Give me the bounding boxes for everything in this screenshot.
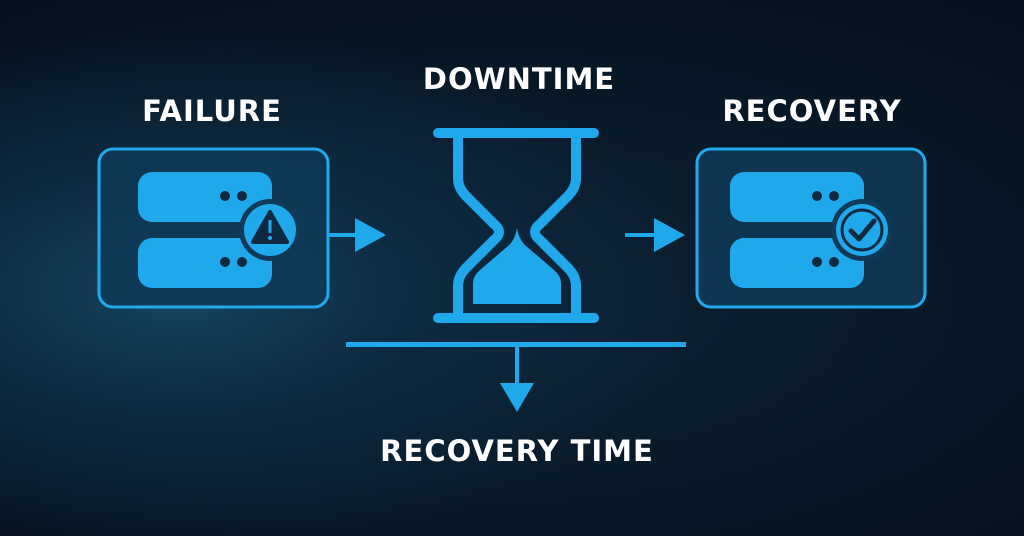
arrow-down-icon [346,342,686,412]
failure-label: FAILURE [142,94,282,128]
server-check-icon [695,147,927,309]
arrow-right-icon [625,218,685,252]
downtime-label: DOWNTIME [422,62,616,96]
server-warning-icon [97,147,330,309]
recovery-time-label: RECOVERY TIME [380,434,654,468]
recovery-label: RECOVERY [722,94,902,128]
hourglass-icon [433,128,599,323]
arrow-right-icon [328,218,386,252]
